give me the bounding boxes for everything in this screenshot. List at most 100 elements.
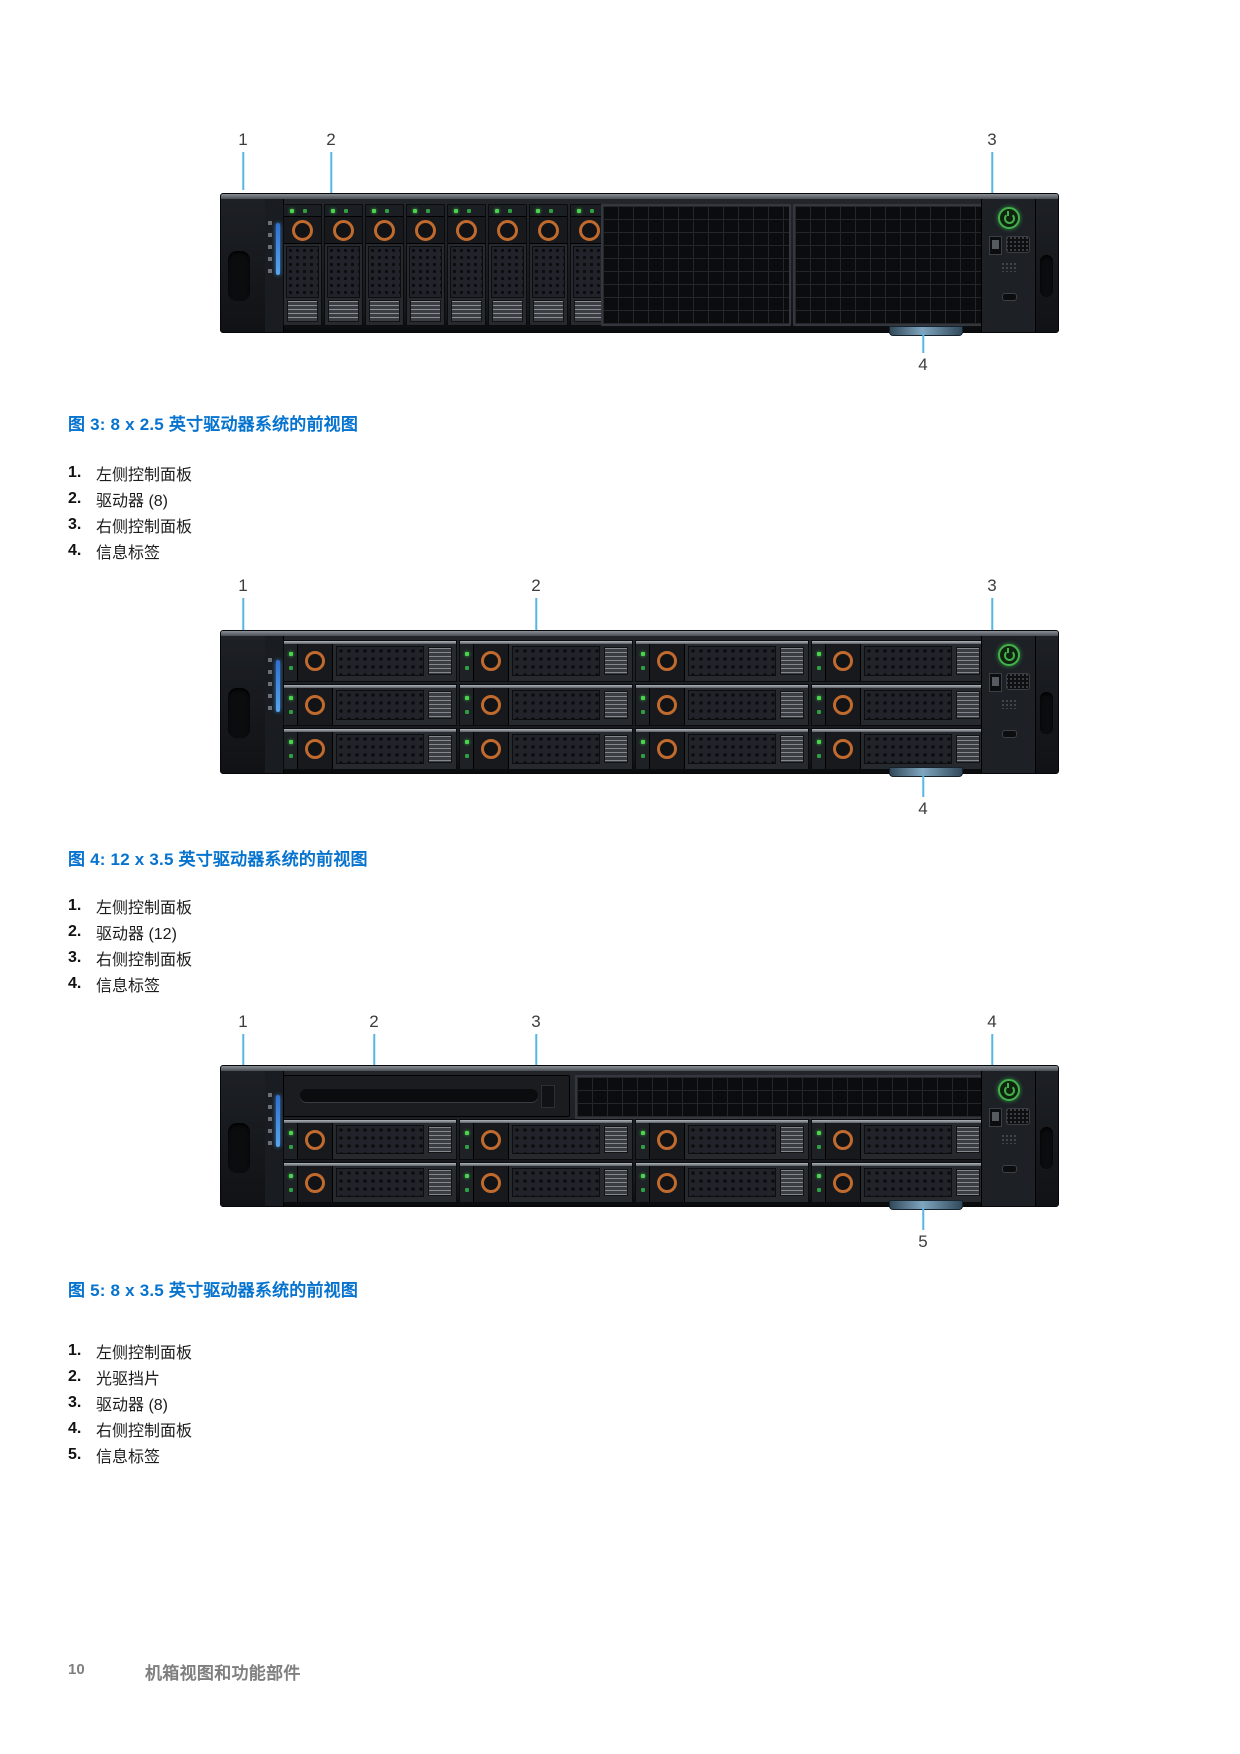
mesh-grille-panel — [601, 204, 791, 326]
drive-carrier-3-5 — [811, 1162, 985, 1203]
callout-4: 4 — [918, 333, 928, 375]
power-glyph-icon — [1003, 647, 1015, 661]
power-button-icon — [998, 1079, 1020, 1101]
drive-label — [428, 735, 452, 763]
drive-led-column — [812, 1163, 826, 1202]
drive-release-button — [650, 1120, 685, 1159]
release-ring-icon — [833, 739, 853, 759]
drive-activity-led-icon — [288, 696, 293, 700]
drive-label — [956, 1126, 980, 1153]
release-ring-icon — [305, 695, 325, 715]
callout-number: 3 — [987, 130, 997, 149]
drive-led-row — [407, 205, 444, 216]
drive-perforation — [512, 1125, 600, 1154]
optical-drive-blank — [283, 1075, 570, 1117]
drive-status-led-icon — [288, 666, 293, 670]
drive-release-button — [474, 685, 509, 725]
drive-status-led-icon — [464, 754, 469, 758]
drive-carrier-3-5 — [283, 684, 457, 726]
list-item: 1.左侧控制面板 — [68, 464, 193, 484]
callout-number: 1 — [238, 576, 248, 595]
drive-led-row — [325, 205, 362, 216]
list-item: 4.右侧控制面板 — [68, 1420, 193, 1440]
drive-label — [780, 1126, 804, 1153]
release-ring-icon — [374, 219, 395, 241]
micro-usb-port-icon — [1001, 730, 1017, 738]
drive-perforation — [450, 246, 483, 298]
footer-chapter-title: 机箱视图和功能部件 — [145, 1664, 301, 1683]
callout-number: 4 — [918, 355, 928, 374]
drive-label — [780, 735, 804, 763]
drive-perforation — [864, 1125, 952, 1154]
micro-usb-port-icon — [1001, 293, 1017, 301]
callout-2: 2 — [326, 130, 336, 206]
ear-handle-notch — [228, 1123, 250, 1173]
drive-release-button — [298, 641, 333, 681]
drive-label — [780, 647, 804, 675]
ear-handle-notch — [1040, 1127, 1053, 1169]
power-glyph-icon — [1003, 210, 1015, 224]
drive-status-led-icon — [590, 208, 594, 213]
drive-led-column — [460, 685, 474, 725]
drive-label — [428, 647, 452, 675]
drive-carrier-3-5 — [459, 728, 633, 770]
drive-carrier-2-5 — [488, 204, 527, 326]
callout-number: 4 — [987, 1012, 997, 1031]
drive-carrier-3-5 — [283, 728, 457, 770]
drive-led-column — [460, 729, 474, 769]
drive-status-led-icon — [816, 710, 821, 714]
drive-label — [410, 300, 441, 322]
port-row — [988, 236, 1030, 255]
list-item: 1.左侧控制面板 — [68, 1342, 193, 1362]
usb-port-icon — [988, 1108, 1002, 1127]
drive-status-led-icon — [464, 666, 469, 670]
drive-status-led-icon — [640, 666, 645, 670]
left-control-panel — [265, 636, 284, 773]
chassis-top-rim — [221, 631, 1058, 636]
left-control-panel — [265, 199, 284, 332]
drive-release-button — [366, 216, 403, 244]
callout-line — [242, 598, 244, 632]
drive-status-led-icon — [816, 754, 821, 758]
list-item: 3.驱动器 (8) — [68, 1394, 169, 1414]
drive-activity-led-icon — [454, 208, 458, 213]
drive-release-button — [448, 216, 485, 244]
drive-carrier-2-5 — [570, 204, 609, 326]
drive-led-column — [284, 1120, 298, 1159]
drive-label — [451, 300, 482, 322]
drive-perforation — [864, 690, 952, 720]
release-ring-icon — [579, 219, 600, 241]
drive-label — [956, 1169, 980, 1196]
drive-status-led-icon — [464, 1144, 469, 1149]
release-ring-icon — [481, 695, 501, 715]
drive-row — [283, 1119, 985, 1160]
drive-release-button — [474, 1120, 509, 1159]
drive-perforation — [688, 734, 776, 764]
drive-activity-led-icon — [464, 652, 469, 656]
release-ring-icon — [657, 651, 677, 671]
drive-carrier-2-5 — [529, 204, 568, 326]
chassis-top-rim — [221, 194, 1058, 199]
drive-status-led-icon — [508, 208, 512, 213]
release-ring-icon — [305, 1172, 325, 1193]
drive-carrier-2-5 — [283, 204, 322, 326]
optical-drive-slot — [300, 1089, 538, 1102]
callout-line — [991, 1034, 993, 1082]
drive-release-button — [284, 216, 321, 244]
drive-row — [283, 1162, 985, 1203]
drive-led-column — [284, 1163, 298, 1202]
drive-carrier-3-5 — [811, 640, 985, 682]
drive-carrier-3-5 — [635, 640, 809, 682]
release-ring-icon — [415, 219, 436, 241]
drive-activity-led-icon — [288, 1130, 293, 1135]
drive-bay-area — [283, 1119, 985, 1205]
information-tag — [889, 326, 963, 336]
drive-perforation — [336, 646, 424, 676]
drive-label — [604, 647, 628, 675]
drive-status-led-icon — [464, 710, 469, 714]
drive-activity-led-icon — [413, 208, 417, 213]
drive-label — [428, 691, 452, 719]
drive-carrier-2-5 — [406, 204, 445, 326]
drive-release-button — [298, 1163, 333, 1202]
